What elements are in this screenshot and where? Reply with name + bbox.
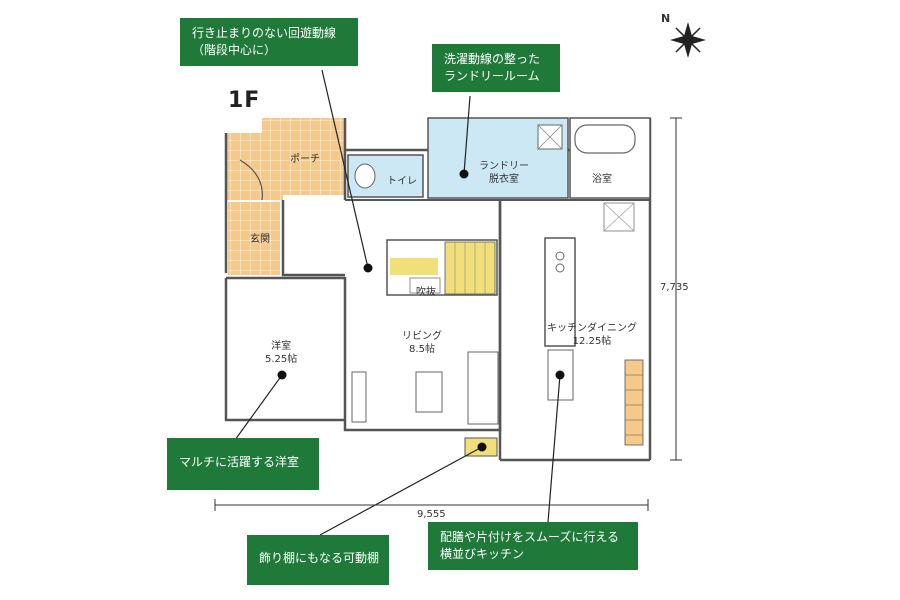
entrance-area (228, 202, 280, 275)
bathtub (574, 124, 636, 154)
porch-area (226, 118, 345, 200)
callout-shelf: 飾り棚にもなる可動棚 (247, 535, 389, 585)
floor-label: 1F (228, 88, 261, 113)
compass-icon (670, 22, 706, 58)
room-label-laundry: ランドリー脱衣室 (479, 161, 529, 185)
room-label-entrance: 玄関 (250, 234, 270, 245)
compass-north-label: N (661, 12, 671, 25)
coffee-table (415, 371, 443, 413)
room-label-bath: 浴室 (592, 174, 612, 185)
kitchen-counter (544, 237, 576, 347)
callout-western-room: マルチに活躍する洋室 (167, 438, 319, 490)
height-dimension: 7,735 (660, 282, 689, 293)
callout-laundry: 洗濯動線の整ったランドリールーム (432, 44, 560, 92)
sofa (467, 351, 499, 425)
width-dimension: 9,555 (417, 509, 446, 520)
toilet-bowl (354, 163, 376, 189)
room-label-porch: ポーチ (290, 154, 320, 165)
room-label-void: 吹抜 (416, 287, 436, 298)
callout-circulation: 行き止まりのない回遊動線（階段中心に） (180, 18, 358, 66)
tv-board (351, 371, 367, 423)
room-label-toilet: トイレ (387, 176, 417, 187)
shelf-stripe (624, 359, 644, 446)
callout-kitchen: 配膳や片付けをスムーズに行える横並びキッチン (428, 522, 638, 570)
